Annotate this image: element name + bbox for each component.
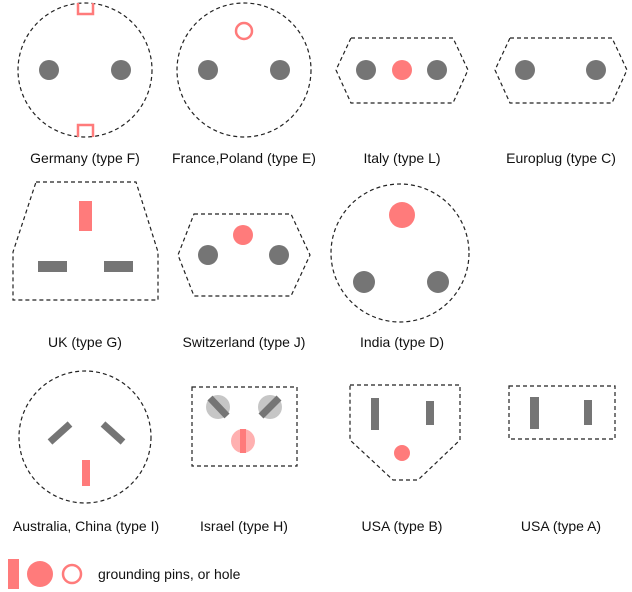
plug-type-b-pin-left xyxy=(371,398,379,430)
plug-type-d-outline xyxy=(330,183,470,323)
plug-type-i-ground-pin xyxy=(82,460,90,486)
plug-type-g-pin-left xyxy=(38,261,67,272)
plug-type-j-pin-right xyxy=(269,245,289,265)
plug-type-j xyxy=(177,213,311,297)
plug-type-d xyxy=(330,183,470,323)
plug-type-h-outline xyxy=(191,386,298,467)
plug-type-h-ground-pin xyxy=(240,429,246,453)
caption-type-a: USA (type A) xyxy=(520,518,602,534)
plug-type-b-ground-pin xyxy=(394,445,410,461)
legend-grounding-hole-icon xyxy=(61,563,83,585)
plug-type-a-pin-left xyxy=(530,397,539,429)
plug-type-e-pin-left xyxy=(198,60,218,80)
plug-type-h xyxy=(191,386,298,467)
plug-type-c-pin-left xyxy=(515,60,535,80)
plug-type-e-outline xyxy=(176,2,312,138)
plug-type-a-pin-right xyxy=(584,400,592,425)
plug-type-l xyxy=(335,37,469,104)
plug-type-b xyxy=(349,384,461,481)
plug-type-a xyxy=(508,385,616,440)
plug-type-f-ground-clip-bottom xyxy=(76,123,95,137)
legend-grounding-pin-icon xyxy=(8,559,19,589)
plug-type-d-ground-pin xyxy=(389,202,415,228)
plug-type-l-pin-right xyxy=(427,60,447,80)
plug-type-c-outline xyxy=(494,37,628,104)
plug-type-d-pin-right xyxy=(427,271,449,293)
legend-symbols xyxy=(8,559,83,589)
caption-type-i: Australia, China (type I) xyxy=(12,518,160,534)
caption-type-f: Germany (type F) xyxy=(30,150,140,166)
legend-label: grounding pins, or hole xyxy=(98,566,241,582)
legend-grounding-round-pin-icon xyxy=(27,561,53,587)
plug-type-a-outline xyxy=(508,385,616,440)
caption-type-h: Israel (type H) xyxy=(200,518,288,534)
plug-type-f xyxy=(17,2,153,138)
plug-type-l-ground-pin xyxy=(392,60,412,80)
plug-type-e xyxy=(176,2,312,138)
plug-type-f-pin-left xyxy=(39,60,59,80)
plug-type-l-pin-left xyxy=(356,60,376,80)
plug-type-h-pin-right xyxy=(258,395,282,419)
caption-type-e: France,Poland (type E) xyxy=(172,150,316,166)
caption-type-d: India (type D) xyxy=(359,334,445,350)
plug-type-i-outline xyxy=(18,370,152,504)
caption-type-b: USA (type B) xyxy=(361,518,443,534)
caption-type-c: Europlug (type C) xyxy=(506,150,616,166)
plug-type-d-pin-left xyxy=(353,271,375,293)
plug-type-f-pin-right xyxy=(111,60,131,80)
plug-type-e-ground-hole xyxy=(234,21,254,41)
plug-type-g xyxy=(12,181,159,301)
caption-type-l: Italy (type L) xyxy=(363,150,441,166)
plug-type-g-ground-pin xyxy=(79,201,92,231)
caption-type-j: Switzerland (type J) xyxy=(182,334,306,350)
plug-type-b-outline xyxy=(349,384,461,481)
plug-type-h-pin-left xyxy=(207,395,230,419)
caption-type-g: UK (type G) xyxy=(48,334,122,350)
plug-type-l-outline xyxy=(335,37,469,104)
plug-type-f-ground-clip-top xyxy=(76,3,95,16)
plug-type-i xyxy=(18,370,152,504)
plug-type-c xyxy=(494,37,628,104)
plug-type-i-pin-left xyxy=(47,421,73,445)
plug-type-b-pin-right xyxy=(426,401,434,425)
plug-type-f-outline xyxy=(17,2,153,138)
plug-type-g-outline xyxy=(12,181,159,301)
plug-type-i-pin-right xyxy=(100,421,126,445)
plug-type-g-pin-right xyxy=(104,261,133,272)
plug-type-j-pin-left xyxy=(198,245,218,265)
plug-type-c-pin-right xyxy=(586,60,606,80)
plug-type-e-pin-right xyxy=(270,60,290,80)
plug-type-j-ground-pin xyxy=(233,225,253,245)
